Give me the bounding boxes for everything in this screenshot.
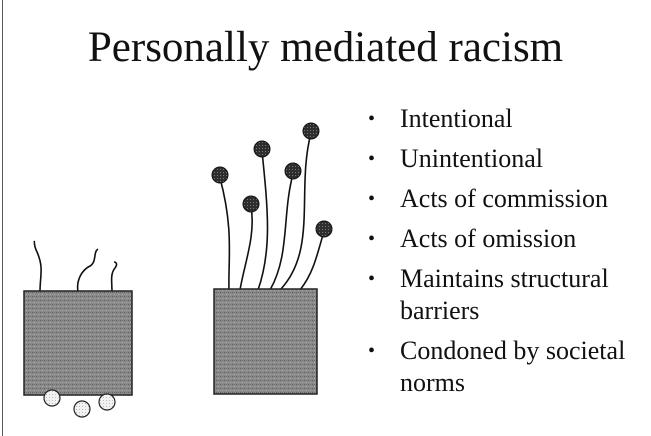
bullet-dot: •	[368, 223, 375, 255]
right-block-group	[212, 123, 332, 394]
bullet-text-line-2: barriers	[400, 295, 651, 327]
bullet-dot: •	[368, 183, 375, 215]
dot	[285, 163, 301, 179]
bullet-item: • Acts of omission	[368, 223, 651, 255]
stem	[300, 231, 324, 290]
dot	[303, 123, 319, 139]
bullet-text-line-2: norms	[400, 367, 651, 399]
dot	[243, 196, 259, 212]
stem	[280, 133, 311, 290]
bullet-text: Acts of commission	[400, 184, 608, 213]
bullet-text-line-1: Maintains structural	[400, 263, 651, 295]
stem	[220, 178, 229, 290]
left-sprout	[78, 249, 98, 292]
right-block	[214, 289, 317, 394]
bullet-item: • Unintentional	[368, 143, 651, 175]
bullet-text: Unintentional	[400, 144, 543, 173]
left-block	[24, 291, 132, 395]
left-block-group	[24, 241, 132, 417]
bullet-list: • Intentional • Unintentional • Acts of …	[368, 103, 651, 407]
bullet-item: • Maintains structural barriers	[368, 263, 651, 327]
dot	[212, 167, 228, 183]
left-sprout	[34, 241, 41, 292]
pebble	[44, 390, 60, 406]
bullet-text: Intentional	[400, 104, 513, 133]
illustration	[0, 0, 340, 436]
bullet-item: • Acts of commission	[368, 183, 651, 215]
stem	[270, 174, 293, 290]
stem	[258, 151, 268, 290]
bullet-dot: •	[368, 335, 375, 367]
bullet-dot: •	[368, 263, 375, 295]
pebble	[74, 401, 90, 417]
dot	[316, 221, 332, 237]
left-sprout	[112, 262, 117, 292]
bullet-dot: •	[368, 103, 375, 135]
bullet-dot: •	[368, 143, 375, 175]
bullet-item: • Intentional	[368, 103, 651, 135]
dot	[254, 141, 270, 157]
bullet-text: Acts of omission	[400, 224, 576, 253]
bullet-item: • Condoned by societal norms	[368, 335, 651, 399]
stem	[240, 207, 252, 290]
bullet-text-line-1: Condoned by societal	[400, 335, 651, 367]
pebble	[99, 394, 115, 410]
